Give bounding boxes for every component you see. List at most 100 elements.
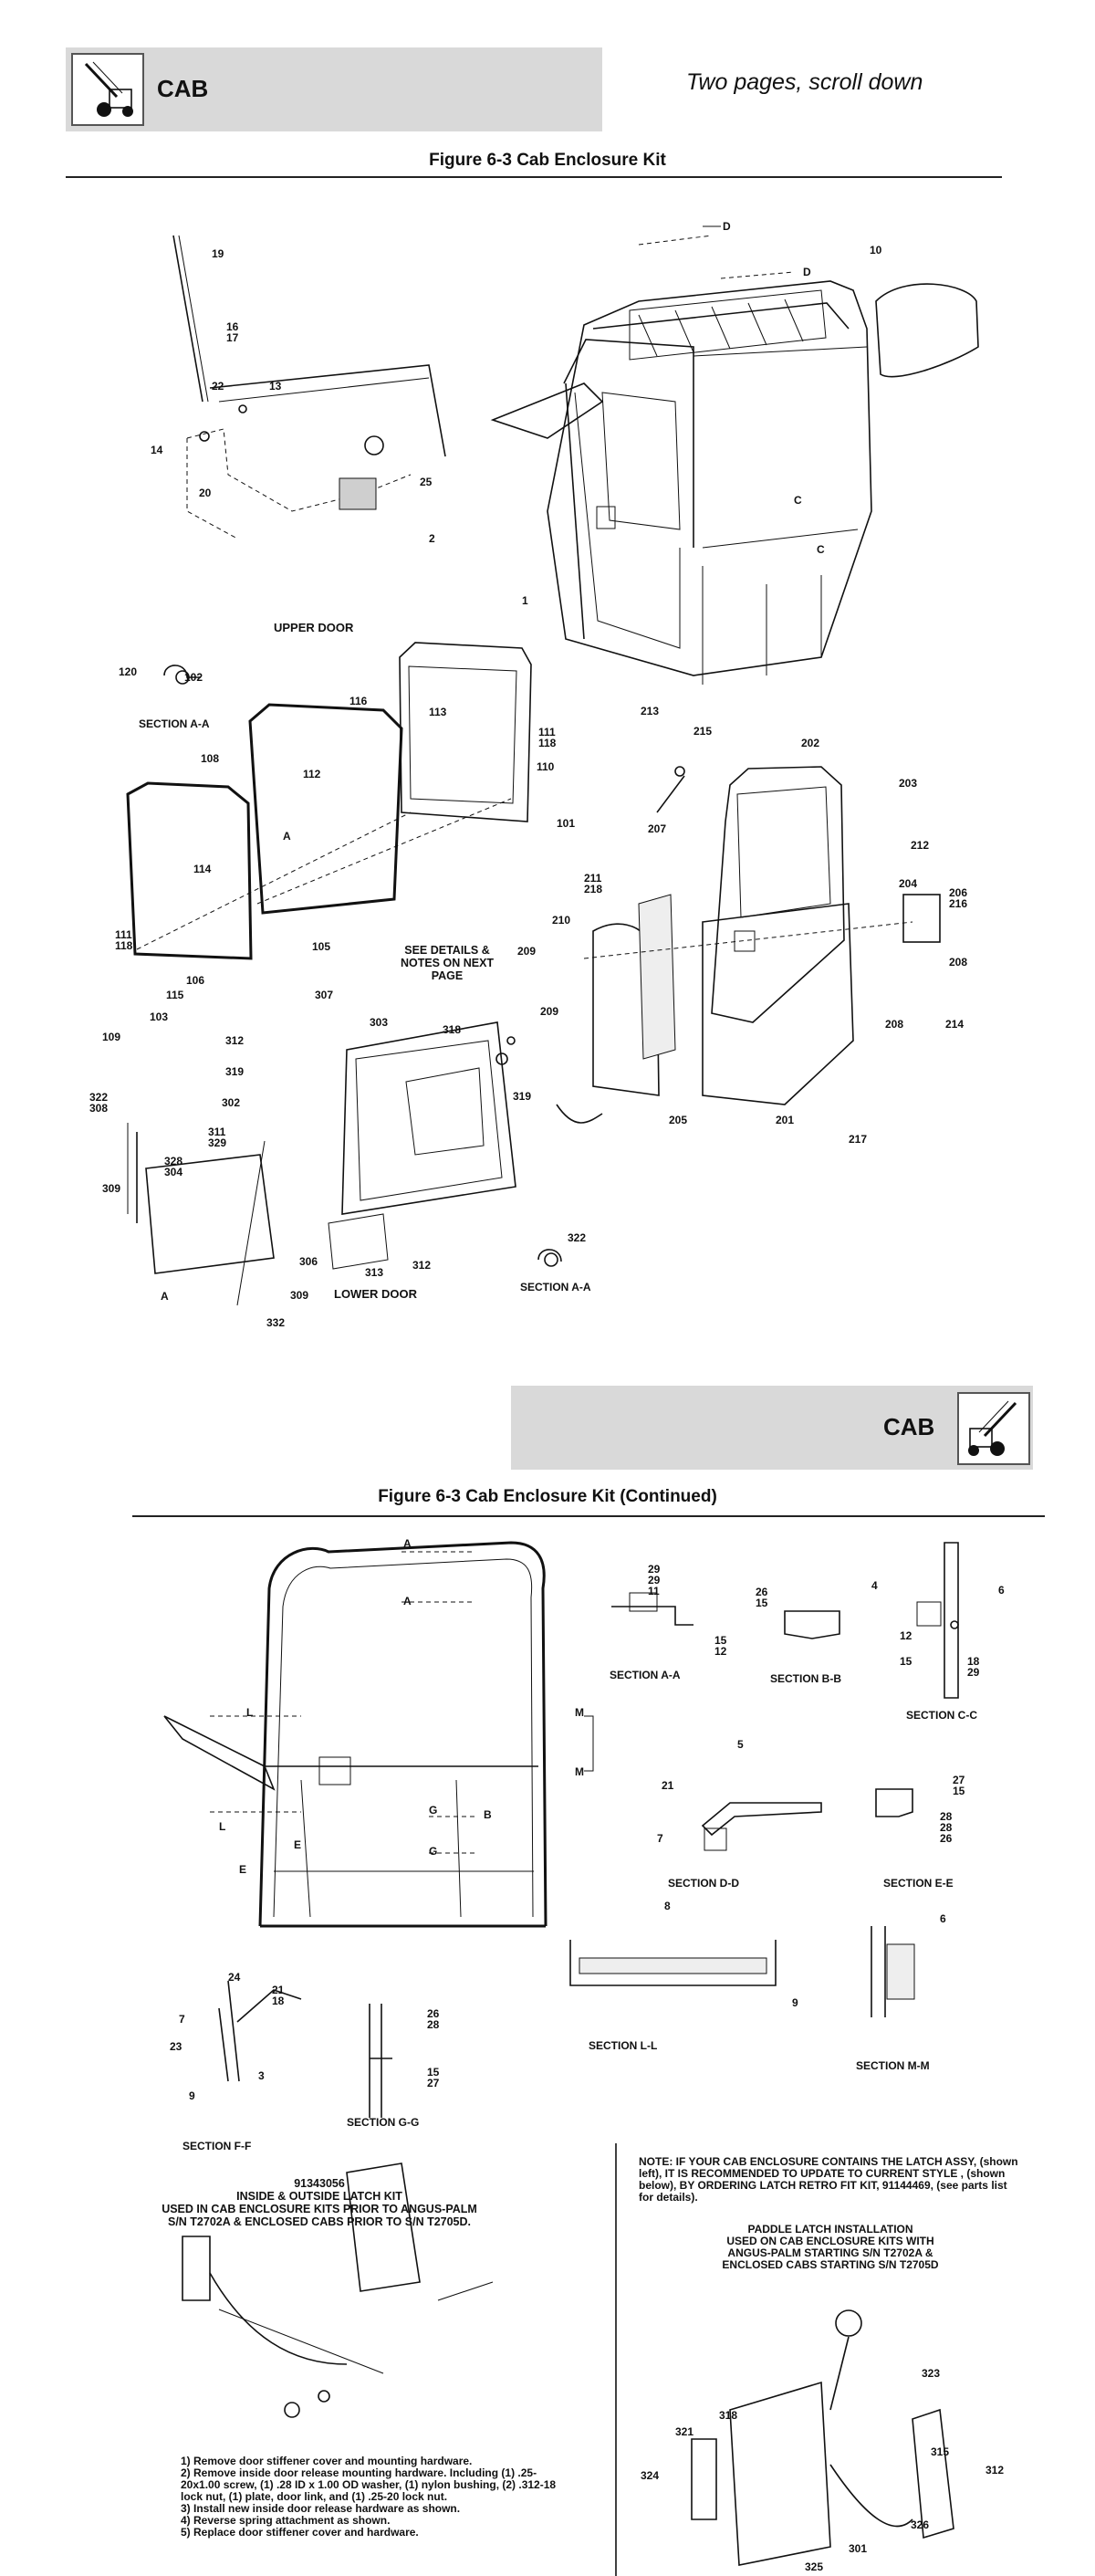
callout-101: 101 bbox=[557, 817, 576, 830]
callout-C1: C bbox=[794, 494, 802, 507]
cab-machine-icon bbox=[71, 53, 144, 126]
view-m2: M bbox=[575, 1765, 584, 1778]
callout-10: 10 bbox=[870, 244, 882, 257]
callout-114: 114 bbox=[193, 863, 212, 875]
callout-213: 213 bbox=[641, 705, 660, 717]
view-e2: E bbox=[239, 1863, 247, 1876]
callout-111-118b: 111 118 bbox=[115, 928, 133, 952]
paddle-latch-header: PADDLE LATCH INSTALLATION USED ON CAB EN… bbox=[675, 2224, 986, 2271]
callout-D2: D bbox=[803, 266, 811, 278]
callout-309b: 309 bbox=[290, 1289, 309, 1302]
callout-206-216: 206 216 bbox=[949, 886, 968, 910]
view-g1: G bbox=[429, 1804, 438, 1817]
view-b: B bbox=[484, 1808, 492, 1821]
callout-20: 20 bbox=[199, 487, 212, 499]
view-l2: L bbox=[219, 1820, 226, 1833]
callout-120: 120 bbox=[119, 665, 138, 678]
gg-callout-26-28: 26 28 bbox=[427, 2007, 440, 2031]
paddle-callout-325: 325 bbox=[805, 2560, 824, 2573]
callout-14: 14 bbox=[151, 444, 163, 456]
callout-215: 215 bbox=[694, 725, 713, 738]
callout-211-218: 211 218 bbox=[584, 872, 603, 895]
callout-209b: 209 bbox=[540, 1005, 559, 1018]
latch-kit-header: 91343056 INSIDE & OUTSIDE LATCH KIT USED… bbox=[128, 2177, 511, 2228]
bb-callout-left: 26 15 bbox=[756, 1586, 768, 1609]
callout-306: 306 bbox=[299, 1255, 318, 1268]
ll-callout-8: 8 bbox=[664, 1900, 671, 1912]
view-e1: E bbox=[294, 1838, 302, 1851]
latch-kit-steps: 1) Remove door stiffener cover and mount… bbox=[181, 2456, 573, 2539]
latch-kit-title-3: S/N T2702A & ENCLOSED CABS PRIOR TO S/N … bbox=[167, 2215, 472, 2228]
ff-callout-7: 7 bbox=[179, 2013, 185, 2026]
callout-312a: 312 bbox=[225, 1034, 245, 1047]
callout-302: 302 bbox=[222, 1096, 241, 1109]
section-aa-upper: SECTION A-A bbox=[139, 717, 210, 730]
exploded-cab-drawing bbox=[126, 225, 979, 1306]
view-l1: L bbox=[246, 1706, 254, 1719]
latch-step-4: 4) Reverse spring attachment as shown. bbox=[181, 2514, 391, 2527]
section-aa-lower: SECTION A-A bbox=[520, 1281, 591, 1293]
callout-A1: A bbox=[283, 830, 291, 843]
section-g-g: SECTION G-G bbox=[347, 2116, 420, 2129]
scroll-note: Two pages, scroll down bbox=[686, 69, 923, 95]
callout-201: 201 bbox=[776, 1114, 795, 1126]
callout-328-304: 328 304 bbox=[164, 1155, 183, 1178]
callout-217: 217 bbox=[849, 1133, 868, 1146]
dd-callout-5: 5 bbox=[737, 1738, 744, 1751]
callout-1: 1 bbox=[522, 594, 528, 607]
callout-303: 303 bbox=[370, 1016, 389, 1029]
section-b-b: SECTION B-B bbox=[770, 1672, 841, 1685]
callout-210: 210 bbox=[552, 914, 571, 927]
paddle-callout-318: 318 bbox=[719, 2409, 738, 2422]
callout-205: 205 bbox=[669, 1114, 688, 1126]
gg-callout-15-27: 15 27 bbox=[427, 2066, 440, 2089]
callout-105: 105 bbox=[312, 940, 331, 953]
dd-callout-21: 21 bbox=[662, 1779, 674, 1792]
paddle-title-2: USED ON CAB ENCLOSURE KITS WITH bbox=[726, 2235, 934, 2247]
paddle-callout-312: 312 bbox=[986, 2464, 1005, 2477]
cc-callout-18-29: 18 29 bbox=[967, 1655, 980, 1679]
callout-319a: 319 bbox=[225, 1065, 245, 1078]
latch-step-2: 2) Remove inside door release mounting h… bbox=[181, 2466, 557, 2503]
latch-step-3: 3) Install new inside door release hardw… bbox=[181, 2502, 461, 2515]
callout-319b: 319 bbox=[513, 1090, 532, 1103]
page1-header-bar bbox=[66, 47, 602, 131]
bb-callout-4: 4 bbox=[871, 1579, 878, 1592]
cc-callout-15: 15 bbox=[900, 1655, 912, 1668]
page2-title: CAB bbox=[883, 1413, 935, 1440]
section-e-e: SECTION E-E bbox=[883, 1877, 954, 1890]
cc-callout-6: 6 bbox=[998, 1584, 1005, 1597]
callout-103: 103 bbox=[150, 1011, 169, 1023]
retrofit-note: NOTE: IF YOUR CAB ENCLOSURE CONTAINS THE… bbox=[639, 2155, 1018, 2204]
section-d-d: SECTION D-D bbox=[668, 1877, 739, 1890]
callout-108: 108 bbox=[201, 752, 220, 765]
callout-322-308: 322 308 bbox=[89, 1091, 109, 1115]
callout-212: 212 bbox=[911, 839, 930, 852]
paddle-callout-324: 324 bbox=[641, 2469, 660, 2482]
callout-311-329: 311 329 bbox=[208, 1126, 227, 1149]
callout-D1: D bbox=[723, 220, 731, 233]
callout-318: 318 bbox=[443, 1023, 462, 1036]
section-a-a: SECTION A-A bbox=[610, 1669, 681, 1681]
paddle-callout-321: 321 bbox=[675, 2425, 694, 2438]
callout-111-118a: 111 118 bbox=[538, 726, 557, 749]
page-title: CAB bbox=[157, 75, 209, 102]
mm-callout-6: 6 bbox=[940, 1912, 946, 1925]
callout-202: 202 bbox=[801, 737, 820, 749]
lower-door-label: LOWER DOOR bbox=[334, 1287, 417, 1301]
latch-step-1: 1) Remove door stiffener cover and mount… bbox=[181, 2455, 473, 2467]
ff-callout-9: 9 bbox=[189, 2089, 195, 2102]
section-f-f: SECTION F-F bbox=[182, 2140, 252, 2152]
view-a1: A bbox=[403, 1537, 412, 1550]
callout-203: 203 bbox=[899, 777, 918, 790]
page2-header-bar bbox=[511, 1386, 1033, 1470]
callout-332: 332 bbox=[266, 1316, 286, 1329]
paddle-callout-301: 301 bbox=[849, 2542, 868, 2555]
ee-callout-28-28-26: 28 28 26 bbox=[940, 1810, 953, 1845]
callout-313: 313 bbox=[365, 1266, 384, 1279]
callout-25: 25 bbox=[420, 476, 433, 488]
title-rule-2 bbox=[132, 1515, 1045, 1517]
callout-214: 214 bbox=[945, 1018, 965, 1031]
latch-step-5: 5) Replace door stiffener cover and hard… bbox=[181, 2526, 419, 2539]
